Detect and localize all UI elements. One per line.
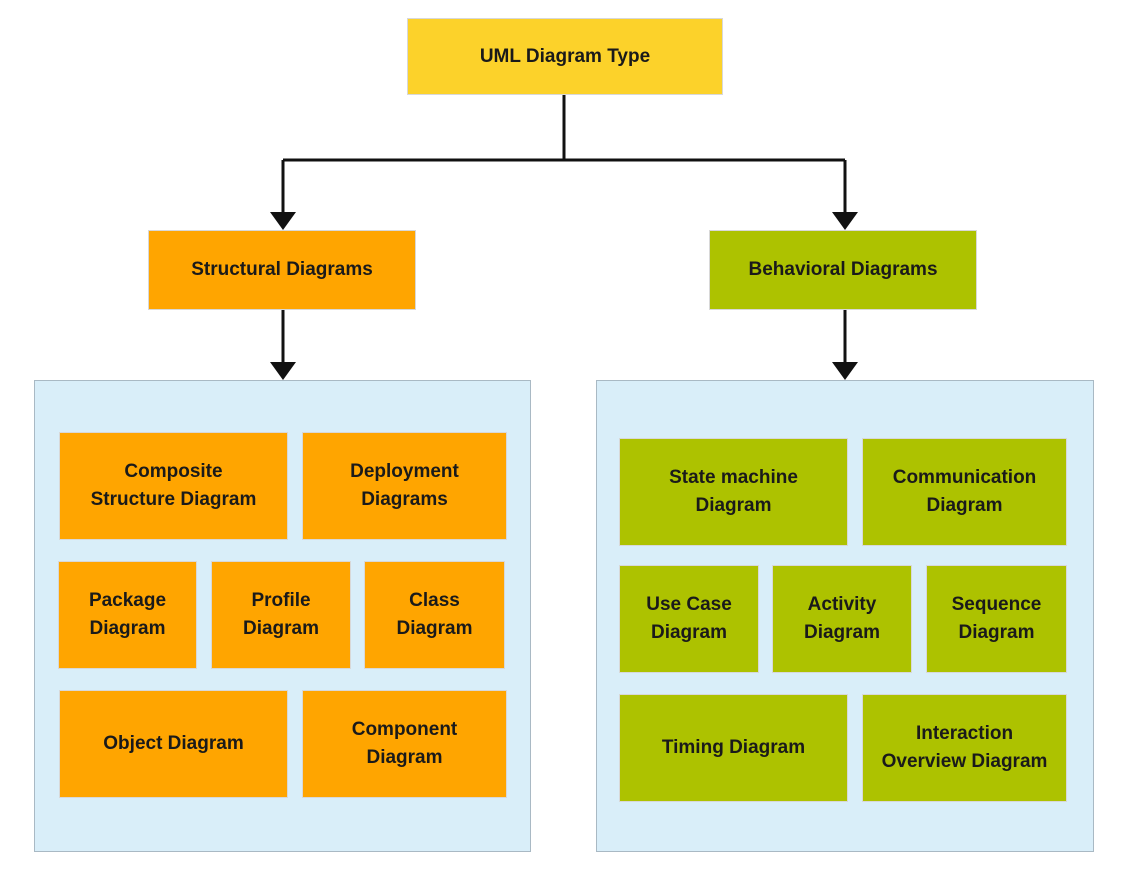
structural-item-object: Object Diagram [59,690,288,798]
root-node-uml-diagram-type: UML Diagram Type [407,18,723,95]
structural-item-component: Component Diagram [302,690,507,798]
arrowhead-behavioral [832,212,858,230]
behavioral-item-use-case: Use Case Diagram [619,565,759,673]
arrowhead-behavioral-panel [832,362,858,380]
structural-item-package: Package Diagram [58,561,197,669]
behavioral-item-state-machine: State machine Diagram [619,438,848,546]
behavioral-item-communication: Communication Diagram [862,438,1067,546]
structural-item-deployment: Deployment Diagrams [302,432,507,540]
arrowhead-structural [270,212,296,230]
category-structural-diagrams: Structural Diagrams [148,230,416,310]
behavioral-item-interaction-overview: Interaction Overview Diagram [862,694,1067,802]
structural-item-composite-structure: Composite Structure Diagram [59,432,288,540]
behavioral-item-timing: Timing Diagram [619,694,848,802]
structural-item-class: Class Diagram [364,561,505,669]
behavioral-item-sequence: Sequence Diagram [926,565,1067,673]
behavioral-item-activity: Activity Diagram [772,565,912,673]
structural-item-profile: Profile Diagram [211,561,351,669]
arrowhead-structural-panel [270,362,296,380]
category-behavioral-diagrams: Behavioral Diagrams [709,230,977,310]
